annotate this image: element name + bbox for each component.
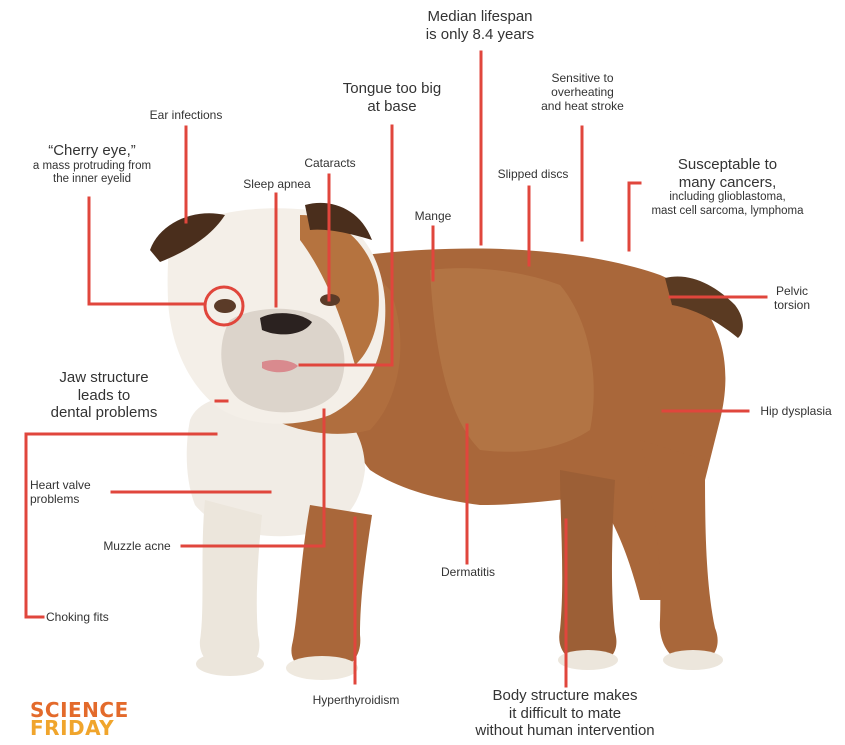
- label-ear-infections: Ear infections: [130, 108, 242, 122]
- label-slipped-discs: Slipped discs: [485, 167, 581, 181]
- dog-front-leg-left: [200, 500, 262, 669]
- label-cancers: Susceptable to many cancers, including g…: [615, 156, 840, 219]
- dog-rear-leg-left: [559, 470, 616, 664]
- label-muzzle-acne: Muzzle acne: [92, 539, 182, 553]
- label-dermatitis: Dermatitis: [430, 565, 506, 579]
- label-sleep-apnea: Sleep apnea: [232, 177, 322, 191]
- science-friday-logo: SCIENCE FRIDAY: [30, 701, 129, 737]
- logo-line-2: FRIDAY: [30, 719, 129, 737]
- label-mange: Mange: [405, 209, 461, 223]
- label-cataracts: Cataracts: [290, 156, 370, 170]
- dog-eye-left: [214, 299, 236, 313]
- label-cherry-eye: “Cherry eye,” a mass protruding from the…: [18, 142, 166, 187]
- label-choking-fits: Choking fits: [46, 610, 132, 624]
- label-hyperthyroidism: Hyperthyroidism: [300, 693, 412, 707]
- label-hip-dysplasia: Hip dysplasia: [748, 404, 844, 418]
